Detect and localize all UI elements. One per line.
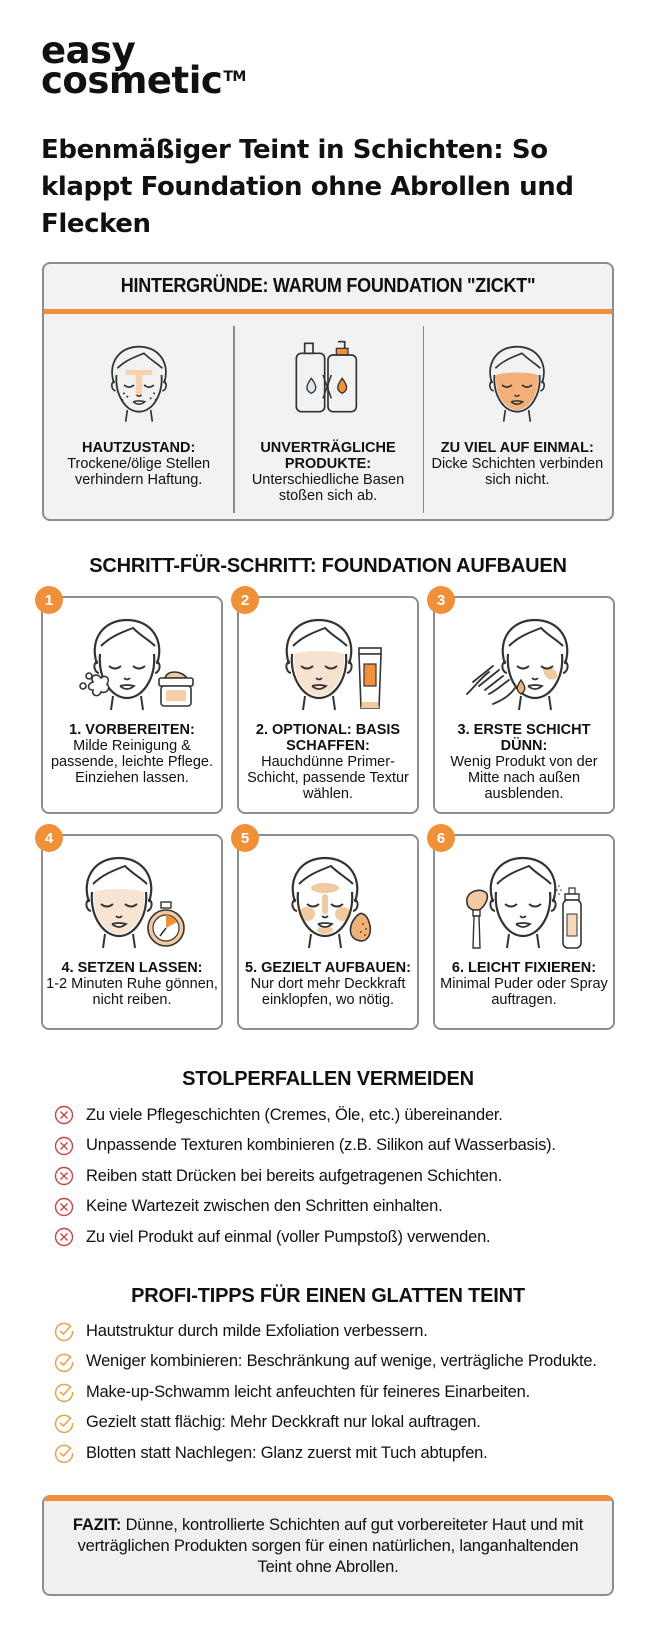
reason-text: Dicke Schichten verbinden sich nicht. [431,456,604,488]
check-circle-icon [54,1383,74,1403]
list-item: Unpassende Texturen kombinieren (z.B. Si… [54,1131,634,1162]
face-primer-tube-icon [285,618,382,712]
list-item: Reiben statt Drücken bei bereits aufgetr… [54,1161,634,1192]
reason-heading: UNVERTRÄGLICHE PRODUKTE: [260,440,396,472]
list-item: Make-up-Schwamm leicht anfeuchten für fe… [54,1377,634,1408]
face-brush-spray-icon [466,856,582,950]
pitfall-text: Unpassende Texturen kombinieren (z.B. Si… [86,1136,556,1155]
step-card-2: 2 2. OPTIONAL: BASIS SCHAFFEN: Hauchdünn… [231,586,419,814]
pitfall-text: Reiben statt Drücken bei bereits aufgetr… [86,1166,503,1185]
conclusion-text: FAZIT: Dünne, kontrollierte Schichten au… [44,1501,612,1578]
list-item: Gezielt statt flächig: Mehr Deckkraft nu… [54,1408,634,1439]
tips-title: PROFI-TIPPS FÜR EINEN GLATTEN TEINT [131,1285,525,1307]
reason-item: ZU VIEL AUF EINMAL: Dicke Schichten verb… [422,322,612,519]
step-card-3: 3 3. ERSTE SCHICHT DÜNN: Wenig Produkt v… [427,586,615,814]
x-circle-icon [54,1197,74,1216]
incompatible-bottles-icon [295,340,358,413]
step-card-4: 4 4. SETZEN LASSEN: 1-2 Minuten Ruhe gön… [35,824,223,1030]
tip-text: Blotten statt Nachlegen: Glanz zuerst mi… [86,1443,488,1462]
reasons-panel: HINTERGRÜNDE: WARUM FOUNDATION "ZICKT" H… [42,262,614,521]
x-circle-icon [54,1167,74,1186]
step-text: Nur dort mehr Deckkraft einklopfen, wo n… [250,976,406,1008]
step-number-badge: 5 [231,824,259,852]
pitfalls-list: Zu viele Pflegeschichten (Cremes, Öle, e… [54,1100,634,1253]
step-card-5: 5 5. GEZIELT AUFBAUEN: Nur dort mehr Dec… [231,824,419,1030]
tip-text: Weniger kombinieren: Beschränkung auf we… [86,1352,597,1371]
tip-text: Hautstruktur durch milde Exfoliation ver… [86,1321,428,1340]
tips-list: Hautstruktur durch milde Exfoliation ver… [54,1316,634,1469]
step-number-badge: 1 [35,586,63,614]
step-text: Wenig Produkt von der Mitte nach außen a… [450,754,598,802]
reasons-title: HINTERGRÜNDE: WARUM FOUNDATION "ZICKT" [120,275,536,297]
trademark: TM [223,69,246,85]
step-text: 1-2 Minuten Ruhe gönnen, nicht reiben. [46,976,218,1008]
tip-text: Gezielt statt flächig: Mehr Deckkraft nu… [86,1413,481,1432]
x-circle-icon [54,1106,74,1125]
list-item: Blotten statt Nachlegen: Glanz zuerst mi… [54,1438,634,1469]
face-heavy-layer-icon [489,345,546,423]
reason-item: HAUTZUSTAND: Trockene/ölige Stellen verh… [44,322,233,519]
reason-heading: HAUTZUSTAND: [82,440,196,456]
step-text: Minimal Puder oder Spray auftragen. [440,976,608,1008]
step-number-badge: 2 [231,586,259,614]
face-hand-drop-icon [466,618,569,712]
face-patchy-skin-icon [110,345,167,423]
pitfall-text: Zu viele Pflegeschichten (Cremes, Öle, e… [86,1105,503,1124]
list-item: Weniger kombinieren: Beschränkung auf we… [54,1347,634,1378]
pitfalls-title: STOLPERFALLEN VERMEIDEN [182,1068,474,1090]
accent-divider [44,309,612,314]
page-title: Ebenmäßiger Teint in Schichten: So klapp… [41,135,574,239]
reason-heading: ZU VIEL AUF EINMAL: [440,440,594,456]
list-item: Zu viel Produkt auf einmal (voller Pumps… [54,1222,634,1253]
list-item: Zu viele Pflegeschichten (Cremes, Öle, e… [54,1100,634,1131]
check-circle-icon [54,1444,74,1464]
step-heading: 4. SETZEN LASSEN: [61,960,203,976]
step-number-badge: 4 [35,824,63,852]
brand-line-2: cosmetic [41,59,223,102]
steps-title: SCHRITT-FÜR-SCHRITT: FOUNDATION AUFBAUEN [89,555,567,577]
step-card-1: 1 1. VORBEREITEN: Milde Reinigung & pass… [35,586,223,814]
brand-logo: easy cosmeticTM [41,29,246,99]
accent-divider [44,1495,612,1501]
step-number-badge: 6 [427,824,455,852]
step-heading: 2. OPTIONAL: BASIS SCHAFFEN: [255,722,401,754]
step-heading: 3. ERSTE SCHICHT DÜNN: [457,722,591,754]
pitfall-text: Zu viel Produkt auf einmal (voller Pumps… [86,1227,491,1246]
x-circle-icon [54,1228,74,1247]
reason-text: Trockene/ölige Stellen verhindern Haftun… [67,456,211,488]
conclusion-label: FAZIT: [72,1516,122,1534]
step-heading: 6. LEICHT FIXIEREN: [451,960,597,976]
check-circle-icon [54,1322,74,1342]
reason-item: UNVERTRÄGLICHE PRODUKTE: Unterschiedlich… [233,322,422,519]
check-circle-icon [54,1353,74,1372]
list-item: Hautstruktur durch milde Exfoliation ver… [54,1316,634,1347]
check-circle-icon [54,1414,74,1433]
step-heading: 1. VORBEREITEN: [69,722,195,738]
step-text: Milde Reinigung & passende, leichte Pfle… [50,738,214,786]
reason-text: Unterschiedliche Basen stoßen sich ab. [251,472,405,504]
step-number-badge: 3 [427,586,455,614]
face-sponge-icon [291,856,372,950]
tip-text: Make-up-Schwamm leicht anfeuchten für fe… [86,1382,531,1401]
face-stopwatch-icon [85,856,185,950]
face-cleansing-cream-icon [79,618,194,712]
list-item: Keine Wartezeit zwischen den Schritten e… [54,1192,634,1223]
pitfall-text: Keine Wartezeit zwischen den Schritten e… [86,1197,443,1216]
conclusion-box: FAZIT: Dünne, kontrollierte Schichten au… [42,1495,614,1596]
x-circle-icon [54,1136,74,1155]
brand-line-1: easy [41,29,136,72]
step-card-6: 6 6. LEICHT FIXIEREN: Minimal Puder oder… [427,824,615,1030]
step-heading: 5. GEZIELT AUFBAUEN: [245,960,411,976]
step-text: Hauchdünne Primer-Schicht, passende Text… [247,754,409,802]
conclusion-body: Dünne, kontrollierte Schichten auf gut v… [77,1516,584,1576]
